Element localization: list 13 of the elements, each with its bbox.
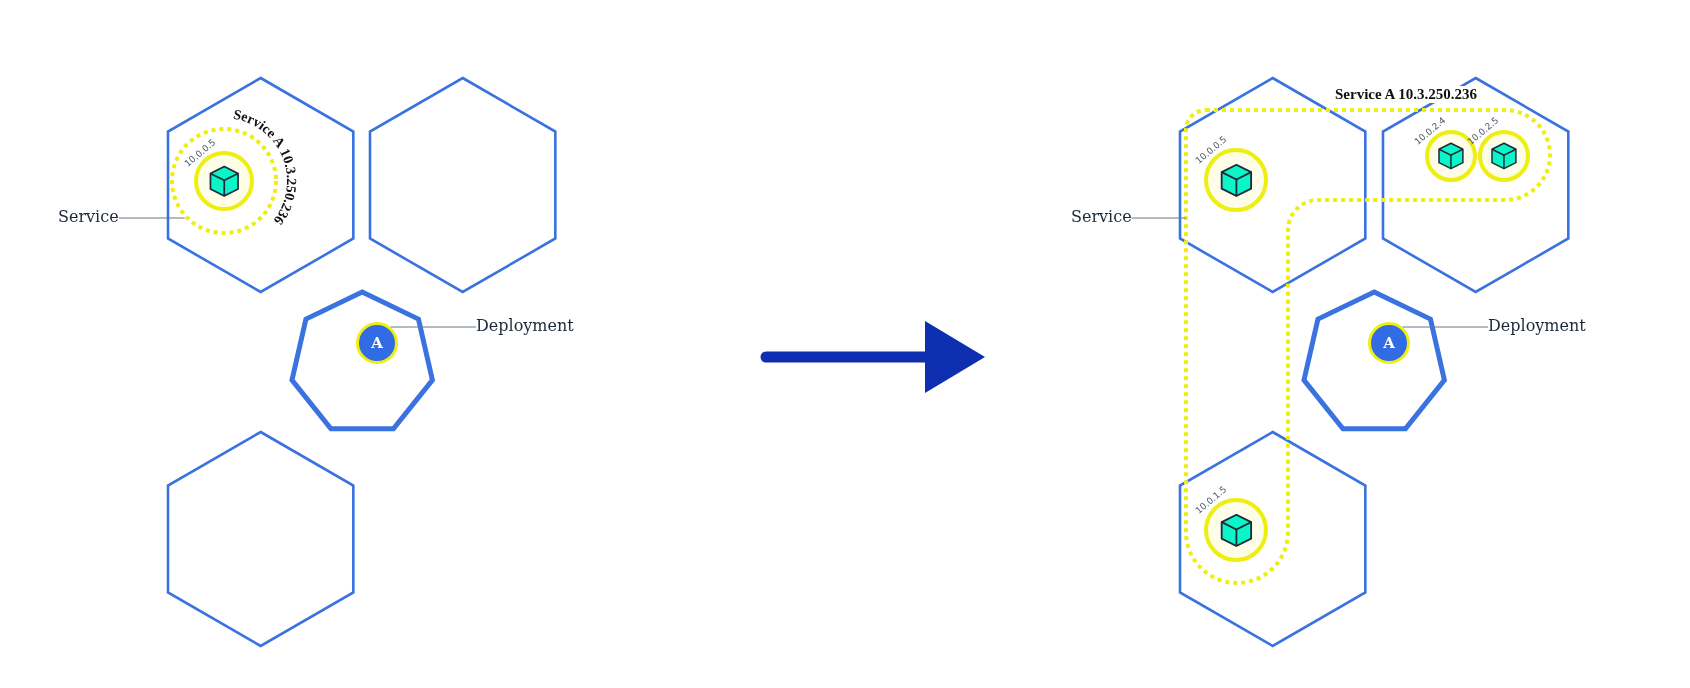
- callout-label: Service: [58, 205, 119, 229]
- leader-line: [390, 326, 477, 328]
- leader-line: [118, 217, 186, 219]
- deployment-letter: A: [370, 333, 384, 354]
- leader-line: [1131, 217, 1187, 219]
- service-label: Service A 10.3.250.236: [1333, 86, 1480, 103]
- deployment-icon: [356, 322, 398, 364]
- deployment-icon: [1368, 322, 1410, 364]
- deployment-letter: A: [1382, 333, 1396, 354]
- callout-label: Deployment: [1488, 314, 1586, 338]
- leader-line: [1402, 326, 1489, 328]
- callout-label: Deployment: [476, 314, 574, 338]
- callout-label: Service: [1071, 205, 1132, 229]
